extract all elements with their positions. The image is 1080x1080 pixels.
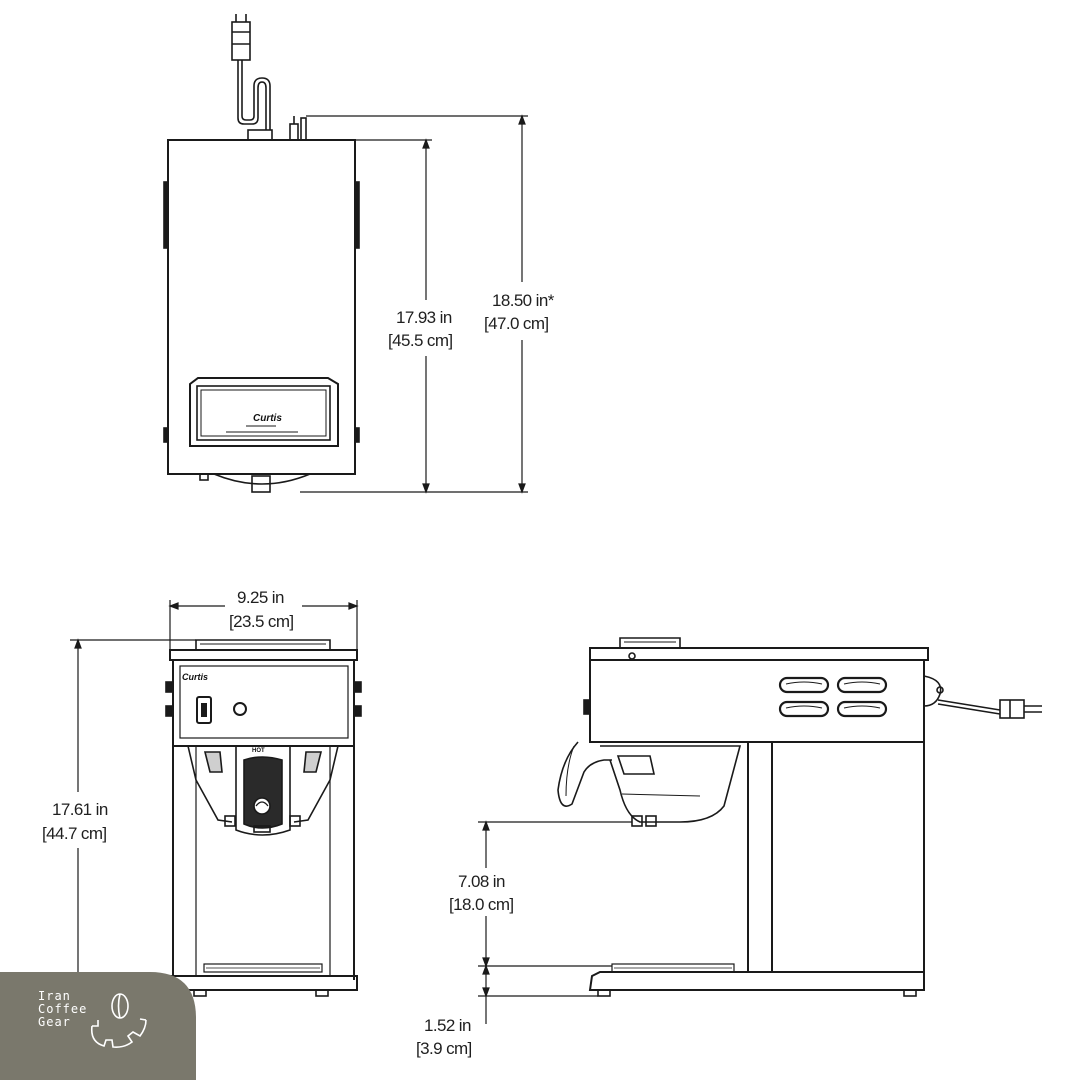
watermark-line: Gear bbox=[38, 1015, 71, 1029]
dim-height-body bbox=[300, 138, 432, 494]
brew-cone-label: HOT bbox=[252, 748, 265, 754]
dim-base bbox=[478, 964, 598, 1024]
brew-cone-front: HOT bbox=[187, 745, 339, 836]
power-switch bbox=[196, 696, 212, 724]
plate-logo: Curtis bbox=[253, 413, 282, 424]
dim-width bbox=[168, 600, 359, 650]
dim-height-overall-cm: [47.0 cm] bbox=[484, 314, 549, 333]
power-cord-side bbox=[923, 675, 1042, 719]
dim-clearance-cm: [18.0 cm] bbox=[449, 895, 514, 914]
brew-button bbox=[233, 702, 247, 716]
front-plate: Curtis bbox=[189, 377, 339, 447]
watermark-line: Coffee bbox=[38, 1002, 88, 1016]
dim-base-in: 1.52 in bbox=[424, 1016, 471, 1035]
dim-height-front-in: 17.61 in bbox=[52, 800, 108, 819]
dim-width-in: 9.25 in bbox=[237, 588, 284, 607]
dim-height-body-cm: [45.5 cm] bbox=[388, 331, 453, 350]
side-vents bbox=[778, 676, 888, 718]
front-view: Curtis HOT bbox=[165, 639, 362, 997]
brew-cone-side bbox=[557, 741, 742, 827]
dim-clearance bbox=[478, 820, 632, 968]
top-view: Curtis bbox=[163, 14, 360, 493]
dim-height-front-cm: [44.7 cm] bbox=[42, 824, 107, 843]
front-logo: Curtis bbox=[182, 672, 208, 682]
watermark-badge bbox=[0, 972, 196, 1080]
coffee-gear-icon bbox=[90, 993, 147, 1048]
dim-width-cm: [23.5 cm] bbox=[229, 612, 294, 631]
side-view bbox=[557, 637, 1042, 997]
water-inlet-fitting bbox=[289, 116, 307, 141]
dim-base-cm: [3.9 cm] bbox=[416, 1039, 472, 1058]
watermark-text: Iran Coffee Gear bbox=[38, 990, 87, 1029]
dim-height-body-in: 17.93 in bbox=[396, 308, 452, 327]
dim-height-overall-in: 18.50 in* bbox=[492, 291, 555, 310]
dim-height-overall bbox=[306, 114, 528, 494]
power-cord-top bbox=[231, 14, 273, 141]
dim-clearance-in: 7.08 in bbox=[458, 872, 505, 891]
watermark-line: Iran bbox=[38, 989, 71, 1003]
